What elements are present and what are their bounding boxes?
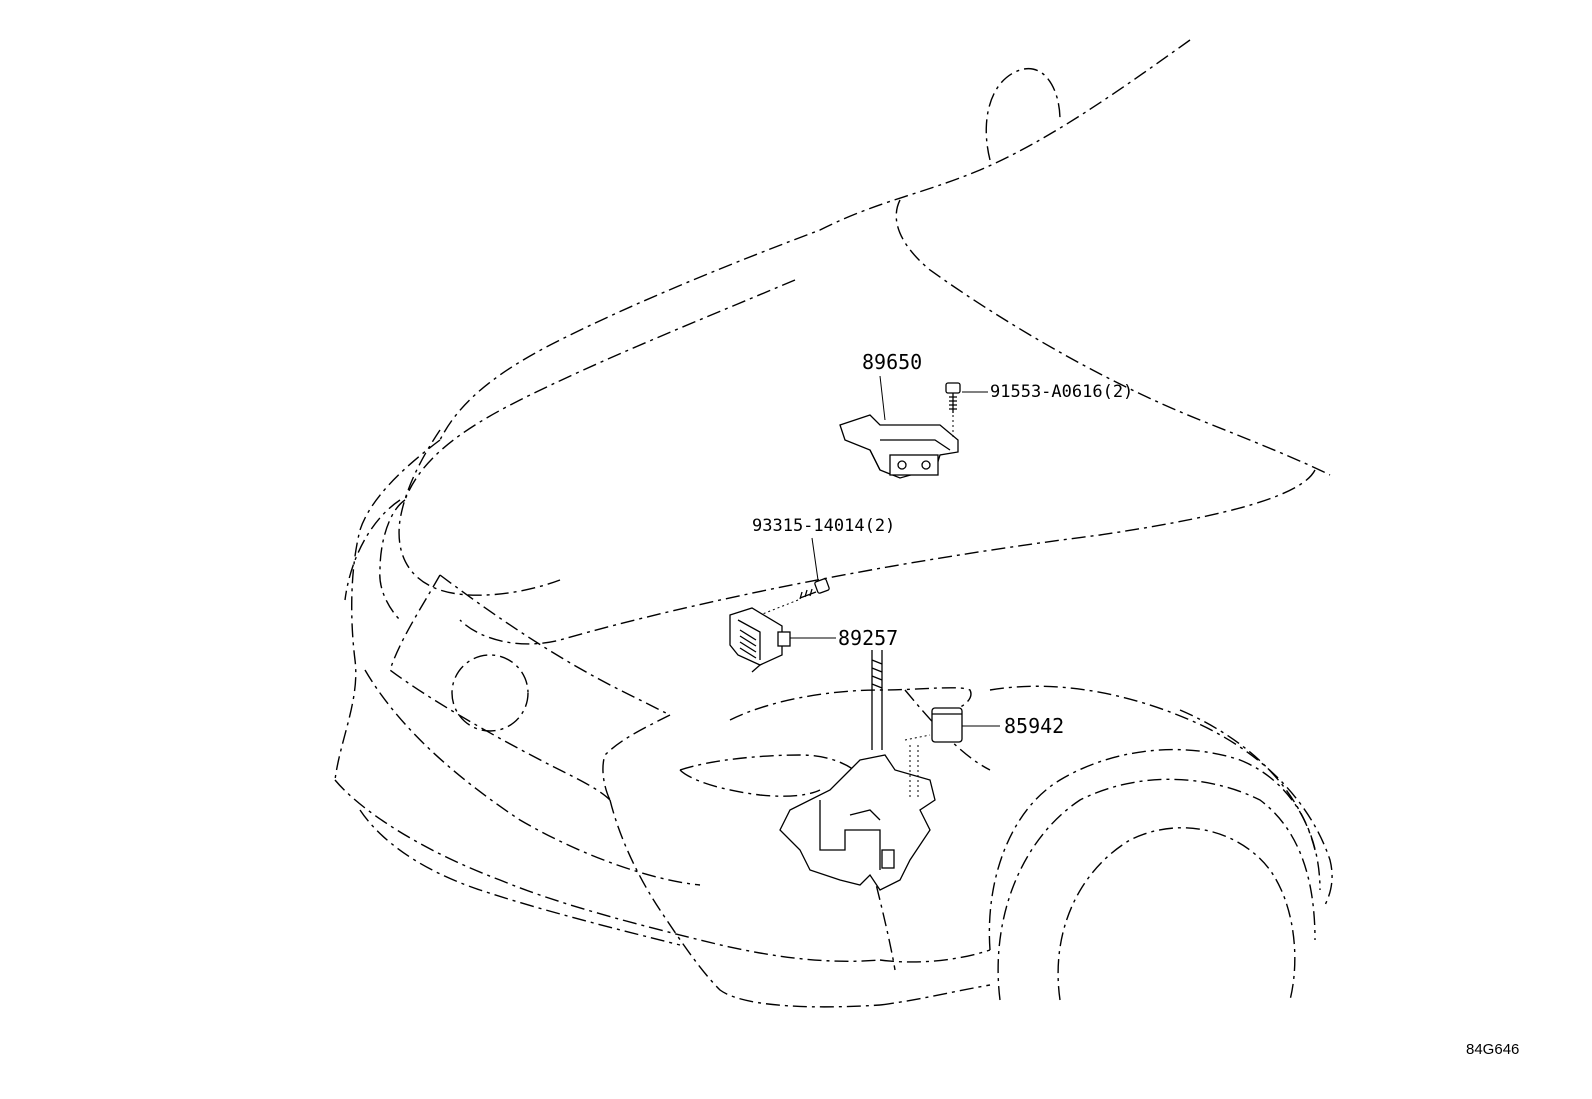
part-label-93315: 93315-14014(2) — [752, 516, 896, 536]
part-label-89257: 89257 — [838, 626, 899, 650]
part-label-89650: 89650 — [862, 350, 923, 374]
part-label-91553: 91553-A0616(2) — [990, 382, 1134, 402]
part-label-85942: 85942 — [1004, 714, 1065, 738]
part-85942-shape — [931, 707, 963, 743]
bolt-91553-shape — [945, 382, 961, 440]
latch-assembly-shape — [779, 650, 936, 891]
screw-93315-shape — [759, 578, 830, 616]
leader-lines — [790, 375, 1000, 727]
part-89257-shape — [729, 607, 791, 673]
part-89650-shape — [839, 414, 959, 479]
drawing-code: 84G646 — [1466, 1041, 1520, 1058]
